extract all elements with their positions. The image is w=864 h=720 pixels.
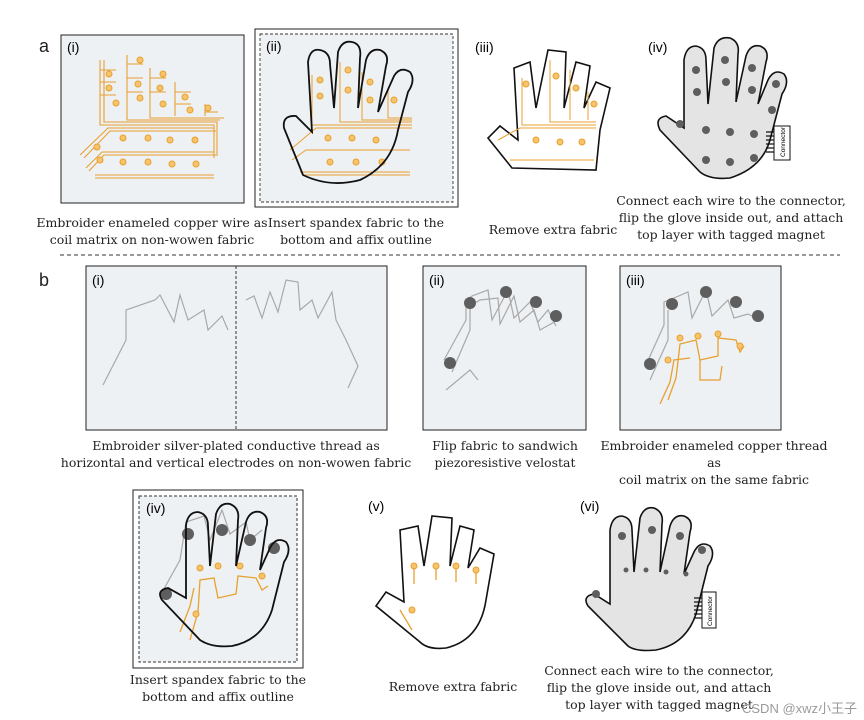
panel-b-iii: (iii) [619,265,782,431]
panel-b-i-id: (i) [92,272,104,288]
caption-line: flip the glove inside out, and attach [546,680,772,695]
caption-line: Embroider enameled copper thread as [600,438,828,470]
caption-b-iii: Embroider enameled copper thread as coil… [594,437,834,488]
caption-line: Embroider silver-plated conductive threa… [92,438,380,453]
caption-line: horizontal and vertical electrodes on no… [60,455,412,470]
caption-line: Connect each wire to the connector, [544,663,774,678]
caption-line: bottom and affix outline [142,689,294,704]
panel-b-ii-id: (ii) [429,272,445,288]
caption-a-ii: Insert spandex fabric to the bottom and … [240,214,472,248]
copper-coil-matrix [399,566,477,631]
panel-b-vi-id: (vi) [580,498,599,514]
caption-line: bottom and affix outline [280,232,432,247]
coil-dots [522,72,598,146]
panel-b-ii: (ii) [422,265,587,431]
caption-line: coil matrix on non-wowen fabric [49,232,255,247]
connector-block [773,125,791,161]
panel-a-i-id: (i) [67,39,79,55]
caption-line: Embroider enameled copper wire as [36,215,268,230]
panel-b-iv-id: (iv) [146,500,165,516]
glove-cutout [486,49,611,171]
magnet-dots [444,286,562,369]
copper-coil-matrix [289,62,412,176]
caption-line: Remove extra fabric [488,222,618,237]
caption-line: Flip fabric to sandwich [432,438,578,453]
caption-b-v: Remove extra fabric [360,678,546,695]
magnet-dots [644,286,764,370]
panel-a-iv-id: (iv) [648,39,667,55]
caption-line: top layer with tagged magnet [637,227,825,242]
caption-line: coil matrix on the same fabric [619,472,809,487]
panel-b-v-id: (v) [368,498,384,514]
silver-electrodes-right [245,279,359,389]
caption-b-iv: Insert spandex fabric to the bottom and … [108,671,328,705]
section-label-a: a [39,36,50,56]
caption-line: flip the glove inside out, and attach [618,210,844,225]
caption-line: Remove extra fabric [388,679,518,694]
magnet-dots [676,56,780,166]
panel-b-iii-id: (iii) [626,272,645,288]
panel-a-ii: (ii) [254,28,459,208]
panel-a-iii: (iii) [475,39,611,171]
panel-b-v: (v) [368,498,495,650]
copper-coil-matrix [497,60,596,161]
panel-b-i: (i) [85,265,388,431]
panel-a-ii-id: (ii) [266,38,282,54]
silver-electrodes-left [102,292,229,386]
coil-dots [192,562,266,618]
panel-b-vi: (vi) Connector [580,498,717,652]
caption-a-i: Embroider enameled copper wire as coil m… [20,214,284,248]
caption-line: top layer with tagged magnet [565,697,753,712]
watermark: CSDN @xwz小王子 [742,701,858,716]
glove-outline [159,502,290,648]
coil-dots [408,562,480,614]
caption-a-iii: Remove extra fabric [470,221,636,238]
caption-b-i: Embroider silver-plated conductive threa… [56,437,416,471]
caption-a-iv: Connect each wire to the connector, flip… [606,192,856,243]
connector-pins [766,131,774,153]
caption-line: Insert spandex fabric to the [129,672,307,687]
copper-coil-matrix [79,55,224,179]
caption-line: Insert spandex fabric to the [267,215,445,230]
section-label-b: b [39,270,50,290]
panel-b-iv: (iv) [132,489,304,669]
glove-cutout [374,515,495,650]
caption-line: piezoresistive velostat [434,455,576,470]
connector-pins [694,597,702,619]
glove-outline [282,40,414,184]
coil-dots [93,56,212,168]
caption-b-vi: Connect each wire to the connector, flip… [534,662,784,713]
caption-b-ii: Flip fabric to sandwich piezoresistive v… [410,437,600,471]
panel-a-i: (i) [60,34,245,204]
panel-a-iv: (iv) Connector [648,36,791,180]
connector-label: Connector [707,595,714,626]
caption-line: Connect each wire to the connector, [616,193,846,208]
panel-a-iii-id: (iii) [475,39,494,55]
magnet-dots [592,526,706,598]
connector-label: Connector [780,126,787,157]
coil-dots [664,330,744,364]
